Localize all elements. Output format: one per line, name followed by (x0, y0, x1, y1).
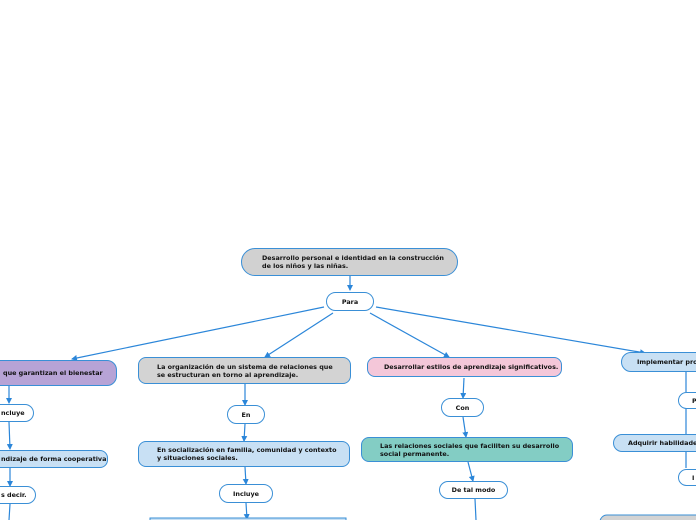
branch1-link2-node[interactable]: s decir. (0, 486, 36, 504)
root-node[interactable]: Desarrollo personal e identidad en la co… (241, 248, 458, 276)
connector-para-branch2 (264, 312, 334, 358)
connector-b2-2 (241, 423, 248, 442)
branch4-title-label: Implementar proc (637, 358, 696, 366)
connector-para-branch3 (369, 312, 450, 358)
branch3-link1-node[interactable]: Con (441, 398, 484, 417)
branch1-link1-label: ncluye (1, 409, 25, 417)
connector-b2-4 (243, 502, 250, 520)
branch3-link2-node[interactable]: De tal modo (439, 481, 508, 499)
branch3-child1-label: Las relaciones sociales que faciliten su… (380, 441, 560, 458)
branch4-child1-node[interactable]: Adquirir habilidades e (613, 434, 696, 452)
link-node-para[interactable]: Para (326, 292, 374, 311)
branch2-link2-node[interactable]: Incluye (219, 484, 273, 503)
branch1-title-node[interactable]: que garantizan el bienestar (0, 360, 117, 386)
branch3-child1-node[interactable]: Las relaciones sociales que faciliten su… (361, 437, 573, 462)
branch4-title-node[interactable]: Implementar proc (621, 352, 696, 372)
branch2-link1-node[interactable]: En (227, 405, 265, 424)
branch2-link2-label: Incluye (233, 489, 259, 498)
connector-b1-2 (6, 421, 13, 450)
branch1-child1-node[interactable]: ndizaje de forma cooperativa. (0, 450, 108, 468)
connector-b3-2 (462, 416, 469, 438)
link-node-para-label: Para (341, 297, 359, 306)
branch3-title-node[interactable]: Desarrollar estilos de aprendizaje signi… (367, 357, 562, 377)
branch1-title-label: que garantizan el bienestar (3, 369, 103, 377)
branch3-link1-label: Con (455, 403, 470, 412)
connector-b3-3 (467, 461, 475, 482)
branch4-link1-node[interactable]: P (678, 392, 696, 409)
branch1-link2-label: s decir. (1, 491, 27, 499)
connector-b1-4 (8, 503, 11, 520)
branch2-child1-node[interactable]: En socialización en familia, comunidad y… (138, 441, 350, 467)
offscreen-node-b2 (149, 517, 347, 520)
connector-b3-4 (474, 498, 477, 520)
connector-b3-1 (460, 377, 467, 399)
branch4-link2-label: I (692, 473, 695, 482)
connector-para-branch1 (71, 306, 325, 361)
connector-b2-3 (242, 466, 249, 485)
root-node-label: Desarrollo personal e identidad en la co… (262, 254, 444, 270)
branch2-child1-label: En socialización en familia, comunidad y… (157, 446, 337, 462)
branch1-child1-label: ndizaje de forma cooperativa. (1, 455, 108, 463)
branch4-link1-label: P (692, 397, 696, 405)
branch4-child1-label: Adquirir habilidades e (628, 439, 696, 447)
branch3-title-label: Desarrollar estilos de aprendizaje signi… (384, 363, 559, 371)
branch1-link1-node[interactable]: ncluye (0, 404, 34, 422)
branch2-title-label: La organización de un sistema de relacio… (157, 362, 333, 379)
connector-para-branch4 (375, 306, 646, 356)
branch4-link2-node[interactable]: I (678, 469, 696, 486)
branch3-link2-label: De tal modo (451, 486, 496, 494)
branch2-title-node[interactable]: La organización de un sistema de relacio… (138, 357, 351, 384)
offscreen-node-b4 (599, 514, 696, 520)
branch2-link1-label: En (241, 410, 251, 419)
